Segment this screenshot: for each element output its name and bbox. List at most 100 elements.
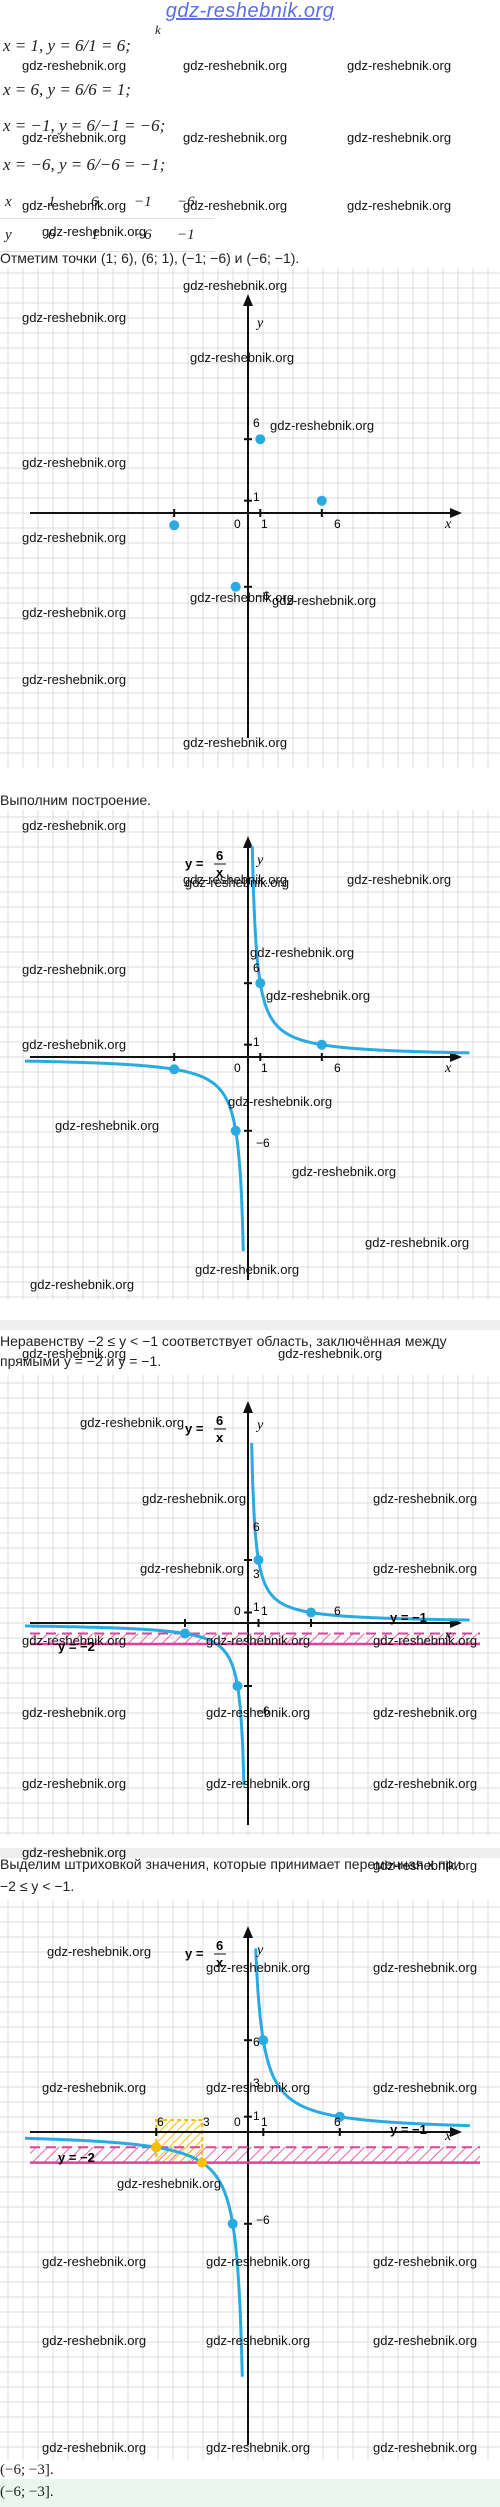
mark-points-text: Отметим точки (1; 6), (6; 1), (−1; −6) и… <box>0 250 300 266</box>
watermark: gdz-reshebnik.org <box>42 2440 147 2455</box>
watermark: gdz-reshebnik.org <box>278 1346 383 1361</box>
site-title[interactable]: gdz-reshebnik.org <box>165 0 335 22</box>
watermark: gdz-reshebnik.org <box>250 945 355 960</box>
hyperbola-curve <box>25 846 470 1252</box>
table-cell: 6 <box>43 218 86 252</box>
watermark: gdz-reshebnik.org <box>42 2080 147 2095</box>
hatch-band <box>30 2147 480 2163</box>
label-y-neg1: y = −1 <box>390 1610 427 1625</box>
curve-points <box>169 978 327 1136</box>
origin-label: 0 <box>234 2115 241 2129</box>
table-cell: −1 <box>172 218 215 252</box>
watermark: gdz-reshebnik.org <box>347 130 452 145</box>
graph-lines: x y 0 1 6 6 3 1 −6 y = −1 y = −2 y = 6 x <box>0 1375 500 1835</box>
curve-points <box>151 2035 345 2229</box>
tick-y-neg6: −6 <box>256 1704 270 1718</box>
watermark: gdz-reshebnik.org <box>373 1858 478 1873</box>
table-cell: 6 <box>86 186 129 219</box>
axis-y-label: y <box>255 853 264 868</box>
svg-text:y =: y = <box>185 1421 204 1436</box>
curve-points <box>180 1555 316 1691</box>
answer-box <box>0 2479 500 2507</box>
table-row: y 6 1 −6 −1 <box>0 218 215 252</box>
watermark: gdz-reshebnik.org <box>185 875 290 890</box>
watermark: gdz-reshebnik.org <box>47 1944 152 1959</box>
watermark: gdz-reshebnik.org <box>42 224 147 239</box>
tick-x-1: 1 <box>261 1604 268 1618</box>
watermark: gdz-reshebnik.org <box>22 198 127 213</box>
watermark: gdz-reshebnik.org <box>22 58 127 73</box>
watermark: gdz-reshebnik.org <box>55 1118 160 1133</box>
watermark: gdz-reshebnik.org <box>347 58 452 73</box>
tick-x-neg6-label: 6 <box>157 2115 164 2129</box>
axis-y-label: y <box>255 316 264 331</box>
data-point <box>169 520 180 531</box>
svg-text:6: 6 <box>216 1413 223 1428</box>
watermark: gdz-reshebnik.org <box>183 198 288 213</box>
watermark: gdz-reshebnik.org <box>266 988 371 1003</box>
function-label: y = 6 x <box>185 1938 226 1970</box>
svg-text:6: 6 <box>216 848 223 863</box>
watermark: gdz-reshebnik.org <box>206 1633 311 1648</box>
axes <box>30 1401 462 1825</box>
watermark: gdz-reshebnik.org <box>22 962 127 977</box>
tick-y-6: 6 <box>253 1520 260 1534</box>
tick-x-6: 6 <box>334 2115 341 2129</box>
origin-label: 0 <box>234 1604 241 1618</box>
watermark: gdz-reshebnik.org <box>190 590 295 605</box>
watermark: gdz-reshebnik.org <box>142 1491 247 1506</box>
data-point <box>169 1064 180 1075</box>
watermark: gdz-reshebnik.org <box>183 872 288 887</box>
watermark: gdz-reshebnik.org <box>206 1960 311 1975</box>
watermark: gdz-reshebnik.org <box>190 350 295 365</box>
tick-y-1: 1 <box>253 1035 260 1049</box>
data-point <box>258 2035 269 2046</box>
watermark: gdz-reshebnik.org <box>80 1415 185 1430</box>
tick-y-neg6: −6 <box>256 1136 270 1150</box>
tick-y-6: 6 <box>253 961 260 975</box>
label-y-neg2: y = −2 <box>58 2150 95 2165</box>
data-point <box>316 1039 327 1050</box>
watermark: gdz-reshebnik.org <box>22 1776 127 1791</box>
axes <box>30 836 462 1280</box>
hyperbola-curve <box>25 1442 470 1786</box>
watermark: gdz-reshebnik.org <box>365 1235 470 1250</box>
tick-x-1: 1 <box>261 517 268 531</box>
watermark: gdz-reshebnik.org <box>373 2254 478 2269</box>
highlight-point <box>151 2142 162 2153</box>
watermark: gdz-reshebnik.org <box>373 1776 478 1791</box>
data-point <box>230 1125 241 1136</box>
k-mark: k <box>155 22 161 37</box>
tick-y-3: 3 <box>253 1567 260 1581</box>
table-row: x 1 6 −1 −6 <box>0 186 215 219</box>
answer-text: (−6; −3]. <box>0 2484 54 2500</box>
watermark: gdz-reshebnik.org <box>373 1561 478 1576</box>
watermark: gdz-reshebnik.org <box>270 418 375 433</box>
watermark: gdz-reshebnik.org <box>373 2440 478 2455</box>
grid <box>0 1900 500 2460</box>
tick-x-1: 1 <box>261 2115 268 2129</box>
watermark: gdz-reshebnik.org <box>206 2440 311 2455</box>
watermark: gdz-reshebnik.org <box>183 58 288 73</box>
table-header-x: x <box>0 186 43 219</box>
axis-x-label: x <box>444 1061 452 1076</box>
svg-text:x: x <box>216 865 224 880</box>
tick-x-1: 1 <box>261 1061 268 1075</box>
svg-text:y =: y = <box>185 1946 204 1961</box>
watermark: gdz-reshebnik.org <box>347 872 452 887</box>
origin-label: 0 <box>234 1061 241 1075</box>
axis-x-label: x <box>444 2129 452 2144</box>
watermark: gdz-reshebnik.org <box>373 1491 478 1506</box>
grid <box>0 268 500 768</box>
watermark: gdz-reshebnik.org <box>272 593 377 608</box>
build-text: Выполним построение. <box>0 792 152 808</box>
hatch-text-1: Выделим штриховкой значения, которые при… <box>0 1856 462 1872</box>
watermark: gdz-reshebnik.org <box>22 455 127 470</box>
watermark: gdz-reshebnik.org <box>195 1262 300 1277</box>
table-header-y: y <box>0 218 43 252</box>
data-point <box>255 978 266 989</box>
svg-text:x: x <box>216 1430 224 1445</box>
result-text: (−6; −3]. <box>0 2462 54 2478</box>
watermark: gdz-reshebnik.org <box>183 735 288 750</box>
watermark: gdz-reshebnik.org <box>140 1561 245 1576</box>
